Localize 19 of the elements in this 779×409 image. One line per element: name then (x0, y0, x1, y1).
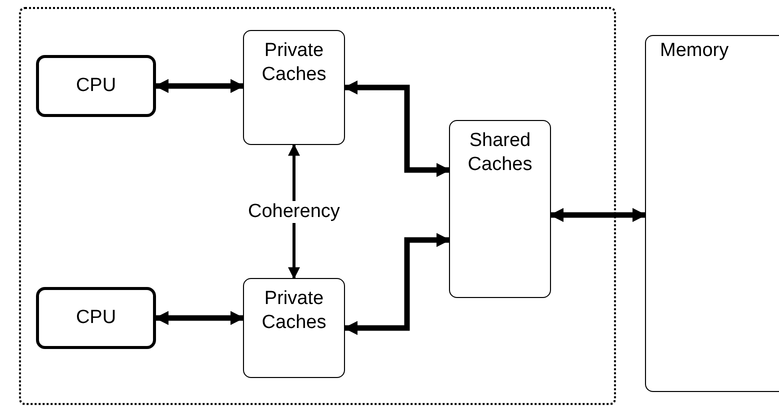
node-label: Private Caches (260, 39, 328, 87)
node-label: Shared Caches (466, 129, 534, 177)
cache-box (243, 278, 345, 378)
edge-label: Coherency (246, 200, 342, 222)
node-label: CPU (76, 74, 116, 98)
node-label: Private Caches (260, 287, 328, 335)
dotted-group-box (19, 7, 616, 405)
cpu-box (36, 287, 156, 349)
arrow (154, 311, 244, 325)
node-label: Memory (659, 39, 730, 63)
arrow (550, 208, 646, 222)
cpu-box (36, 55, 156, 117)
cache-box (243, 30, 345, 145)
arrow (154, 79, 244, 93)
node-label: CPU (76, 306, 116, 330)
cache-box (449, 120, 551, 298)
arrow (344, 233, 450, 335)
arrow (344, 80, 450, 177)
memory-box (645, 35, 779, 392)
